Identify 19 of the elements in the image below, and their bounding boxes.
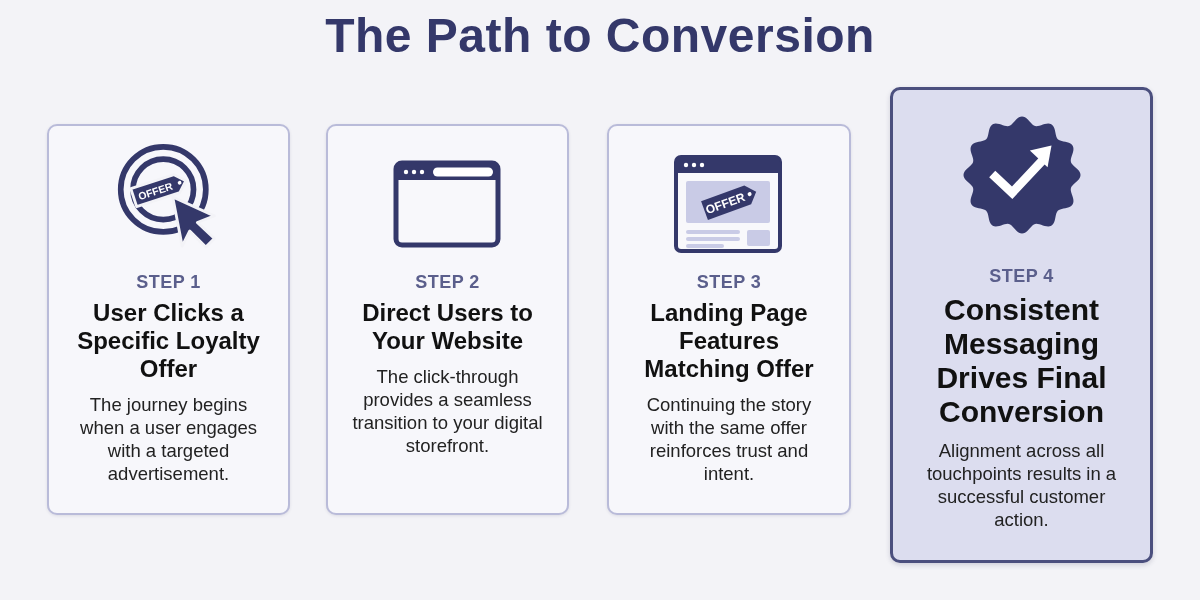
step-description: The journey begins when a user engages with a targeted advertisement. [79,393,258,485]
step-heading: User Clicks a Specific Loyalty Offer [76,299,261,383]
step-card [47,124,290,515]
step-label: STEP 3 [696,272,762,293]
tag-text: OFFER [703,189,747,218]
step-heading: Direct Users to Your Website [361,299,534,355]
step-label: STEP 2 [415,272,480,293]
step-heading: Consistent Messaging Drives Final Conversion [935,293,1108,429]
step-description: The click-through provides a seamless transition to your digital storefront. [351,365,544,457]
highlighted-step-card [890,87,1153,563]
step-description: Continuing the story with the same offer reinforces trust and intent. [645,393,813,485]
step-card [607,124,851,515]
step-label: STEP 1 [136,272,201,293]
tag-text: OFFER [136,180,174,203]
step-heading: Landing Page Features Matching Offer [643,299,815,383]
step-description: Alignment across all touchpoints results in a successful customer action. [925,439,1118,531]
title: The Path to Conversion [325,9,875,62]
step-card [326,124,569,515]
step-label: STEP 4 [989,266,1054,287]
